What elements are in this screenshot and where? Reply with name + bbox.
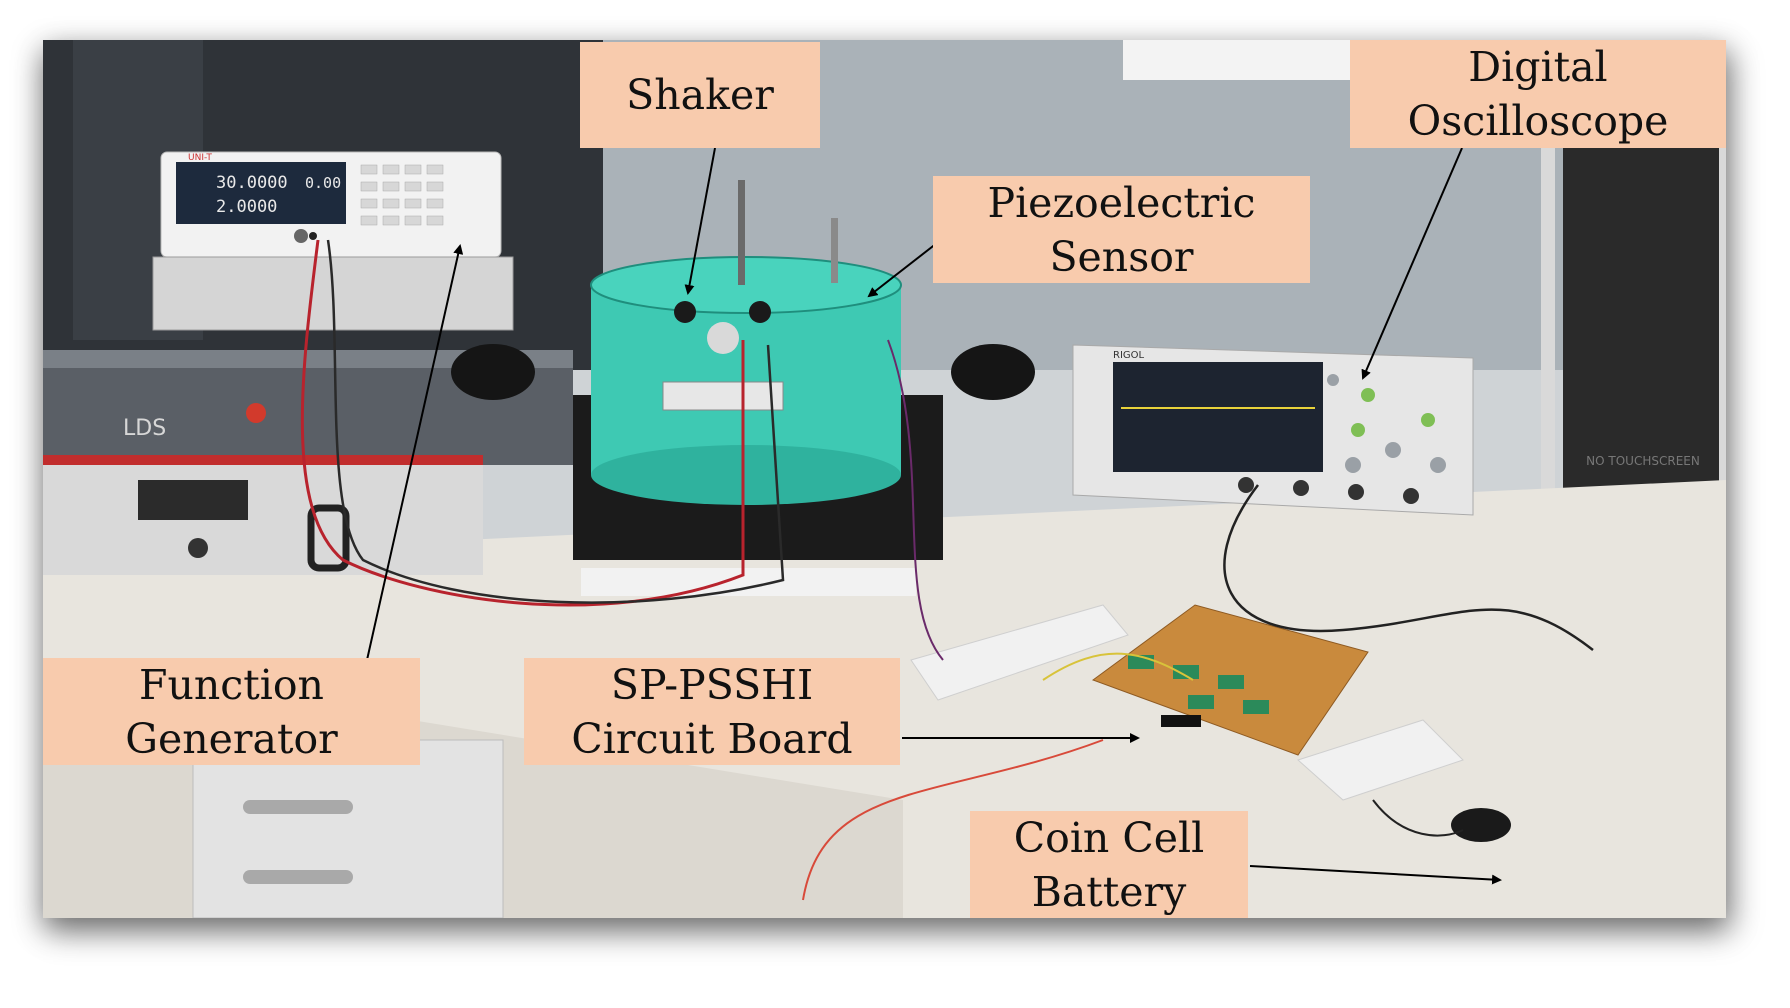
label-battery-line2: Battery	[1031, 867, 1187, 916]
label-shaker-line1: Shaker	[626, 71, 774, 119]
label-piezoelectric-sensor: Piezoelectric Sensor	[933, 176, 1310, 283]
label-fg-line2: Generator	[125, 714, 338, 763]
label-board-line1: SP-PSSHI	[610, 660, 814, 709]
label-coin-cell-battery: Coin Cell Battery	[970, 811, 1248, 918]
breadboard-right	[1297, 719, 1464, 801]
label-osc-line2: Oscilloscope	[1407, 97, 1669, 145]
label-fg-line1: Function	[139, 660, 324, 709]
coin-cell-battery	[1451, 808, 1511, 842]
label-piezo-line1: Piezoelectric	[987, 178, 1256, 227]
shaker-body	[591, 285, 901, 475]
fg-display	[176, 162, 346, 224]
shaker-knob-right	[951, 344, 1035, 400]
fg-display-line1: 30.0000	[216, 173, 288, 193]
power-amplifier	[43, 455, 483, 575]
label-function-generator: Function Generator	[43, 658, 420, 765]
lab-scene: NO TOUCHSCREEN LDS 30.0000 2.0000 0.00 U…	[43, 40, 1726, 918]
photo: NO TOUCHSCREEN LDS 30.0000 2.0000 0.00 U…	[43, 40, 1726, 918]
label-digital-oscilloscope: Digital Oscilloscope	[1350, 40, 1726, 148]
fg-display-phase: 0.00	[305, 174, 341, 192]
label-board-line2: Circuit Board	[571, 714, 853, 763]
monitor-note: NO TOUCHSCREEN	[1586, 454, 1700, 468]
fg-display-line2: 2.0000	[216, 197, 277, 217]
scope-brand: RIGOL	[1113, 350, 1145, 361]
breadboard-left	[910, 604, 1129, 701]
shaker-knob-left	[451, 344, 535, 400]
drawer	[192, 739, 504, 918]
amp-brand: LDS	[123, 416, 166, 441]
fg-brand: UNI-T	[188, 153, 212, 163]
label-osc-line1: Digital	[1468, 43, 1608, 91]
label-battery-line1: Coin Cell	[1013, 813, 1205, 862]
label-sp-psshi-circuit-board: SP-PSSHI Circuit Board	[524, 658, 900, 765]
label-shaker: Shaker	[580, 42, 820, 148]
label-piezo-line2: Sensor	[1049, 232, 1194, 281]
monitor	[1563, 130, 1726, 530]
scope-screen	[1113, 362, 1323, 472]
